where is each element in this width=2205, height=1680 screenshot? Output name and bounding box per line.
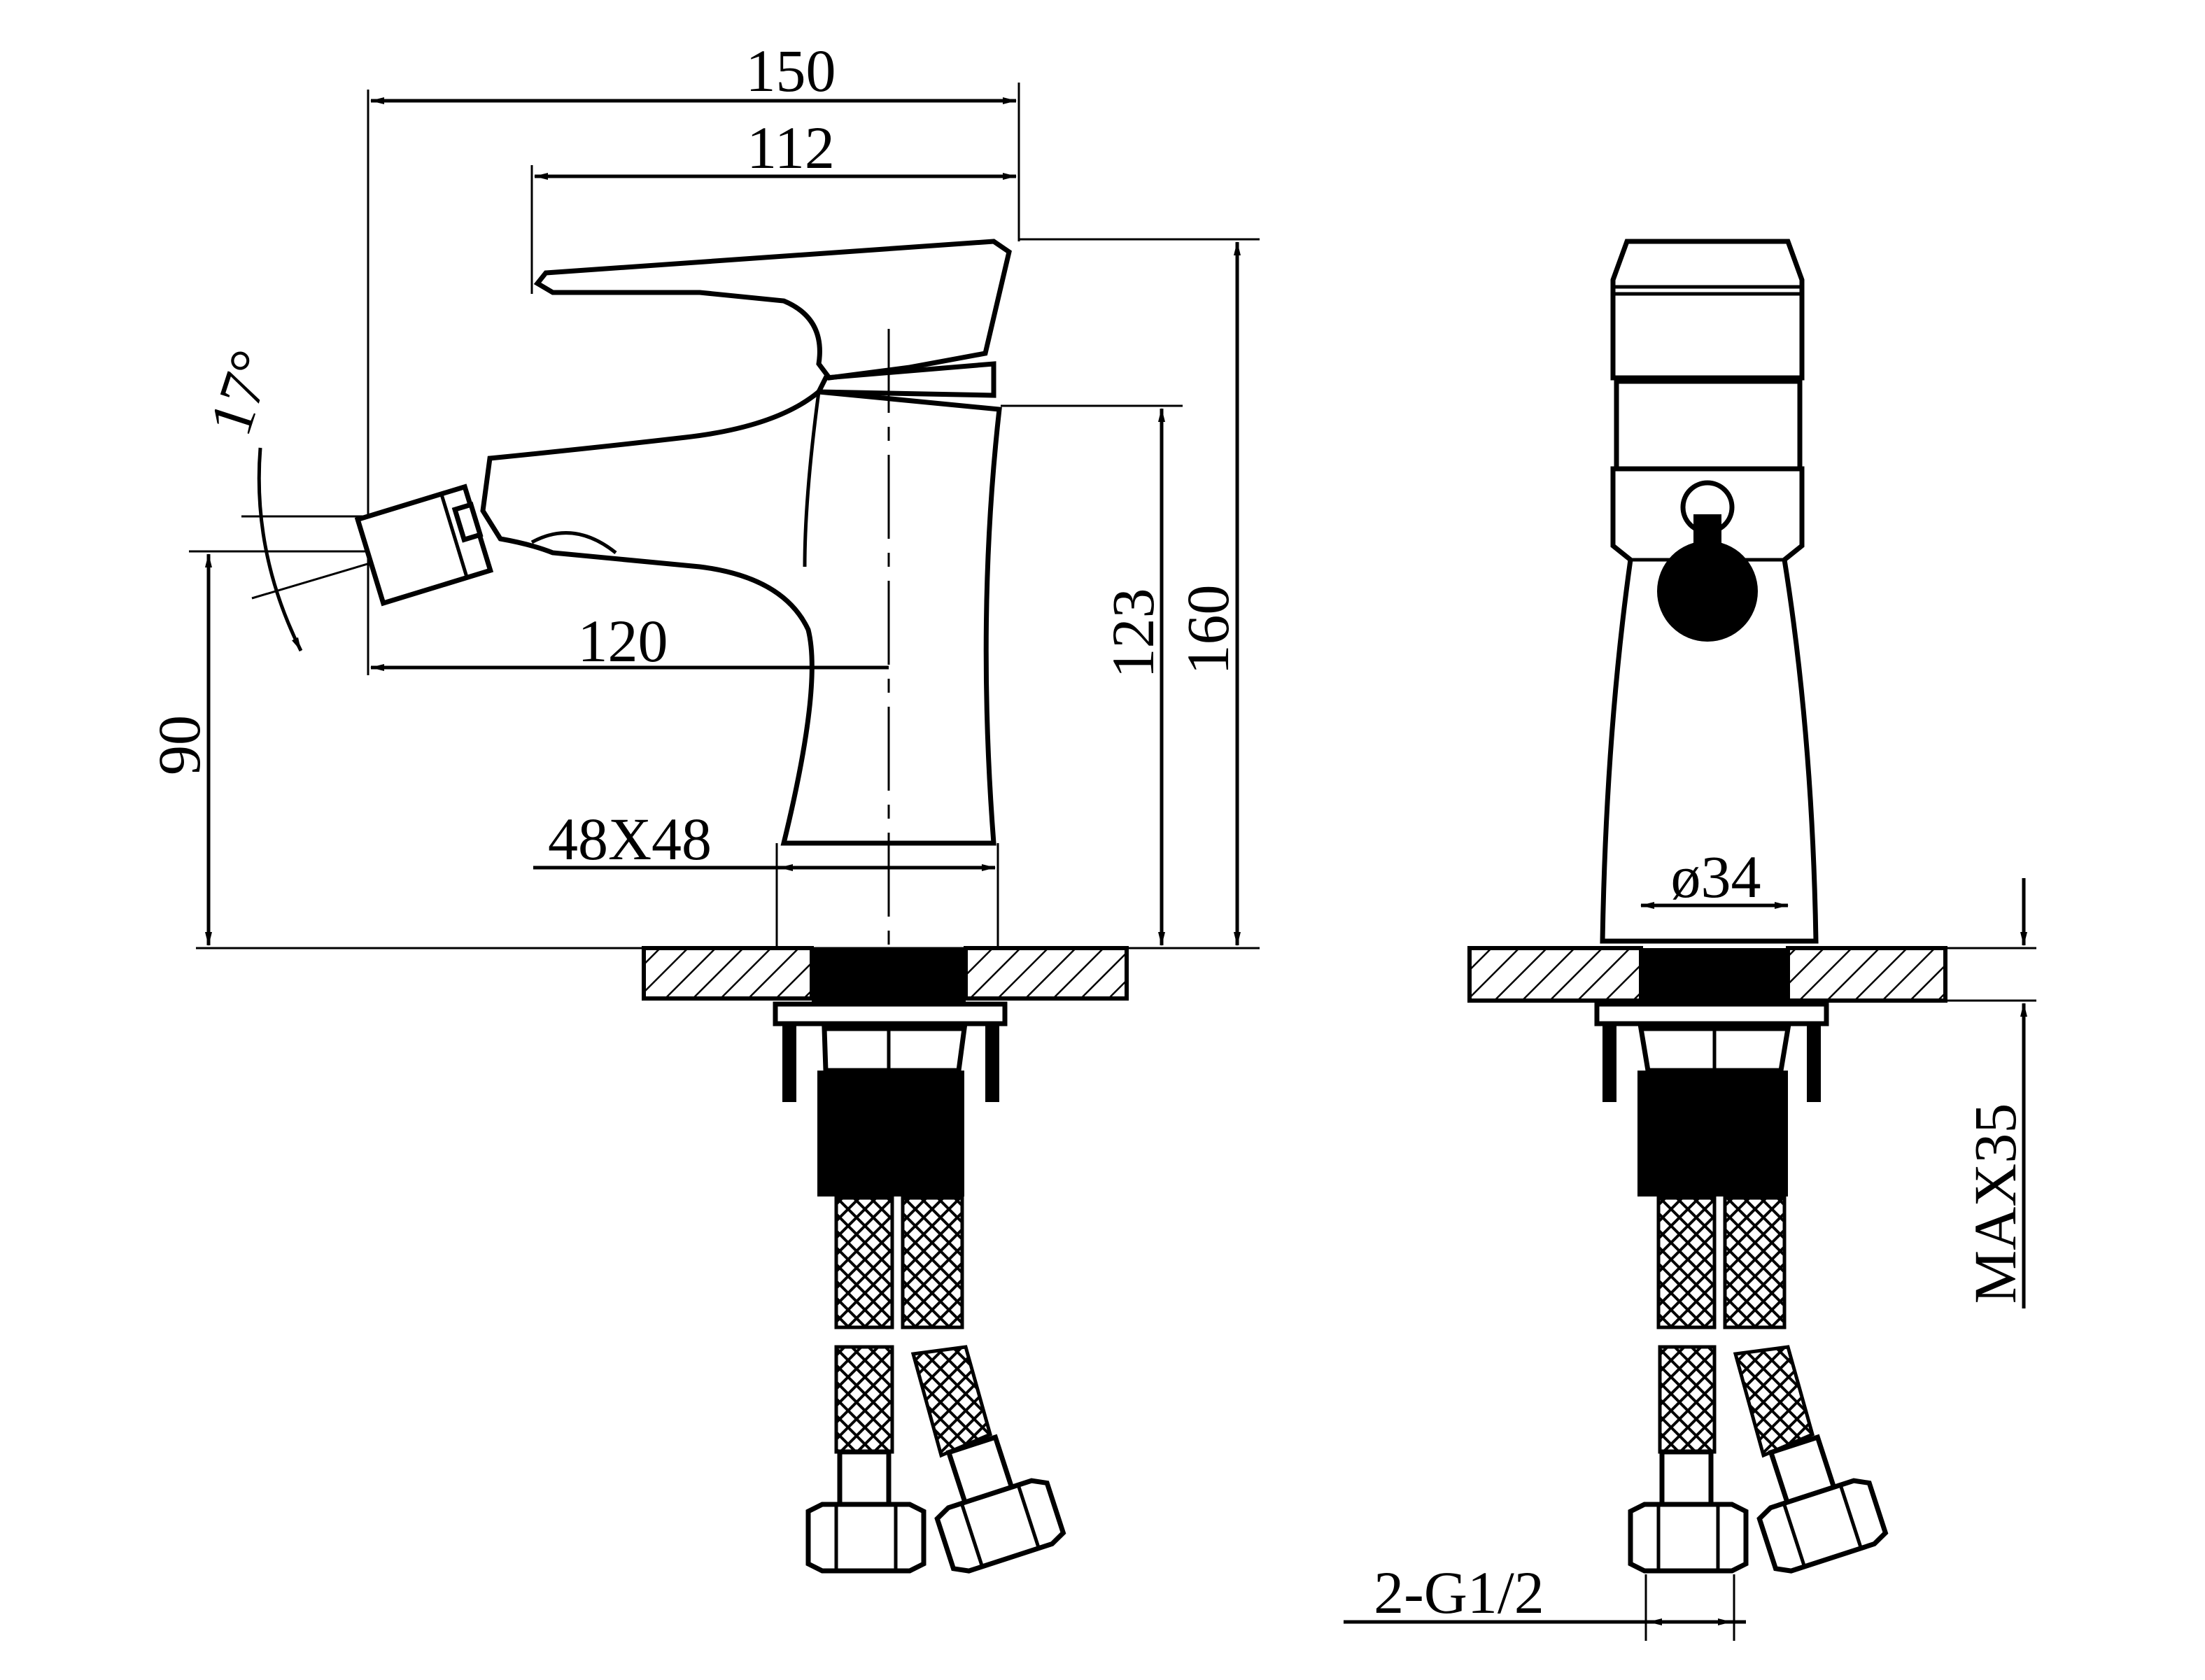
- dim-160: 160: [1174, 585, 1241, 675]
- hose-front: [1656, 1196, 1717, 1329]
- hose-left: [834, 1196, 894, 1329]
- dim-120: 120: [578, 607, 668, 675]
- dim-150: 150: [746, 37, 836, 104]
- side-view: 150 112 120 48X48 160 123 90 17°: [146, 37, 1260, 1574]
- deck-plate-left: [642, 946, 814, 1001]
- spout-body: [480, 389, 1002, 846]
- aerator: [354, 483, 494, 607]
- front-handle: [1610, 239, 1805, 381]
- dim-d34: ø34: [1671, 843, 1761, 910]
- dim-max35: MAX35: [1961, 1103, 2029, 1304]
- dim-48x48: 48X48: [548, 805, 712, 873]
- dim-90: 90: [146, 715, 213, 775]
- handle-lever: [533, 239, 1012, 381]
- dim-123: 123: [1099, 588, 1167, 679]
- dim-112: 112: [747, 114, 835, 181]
- angle-arc-17: [257, 447, 303, 652]
- front-aerator: [1657, 541, 1758, 642]
- front-body: [1600, 466, 1819, 944]
- dim-17-angle: 17°: [196, 342, 286, 443]
- dim-connection: 2-G1/2: [1374, 1559, 1544, 1626]
- front-view: ø34 MAX35 2-G1/2: [1344, 239, 2036, 1641]
